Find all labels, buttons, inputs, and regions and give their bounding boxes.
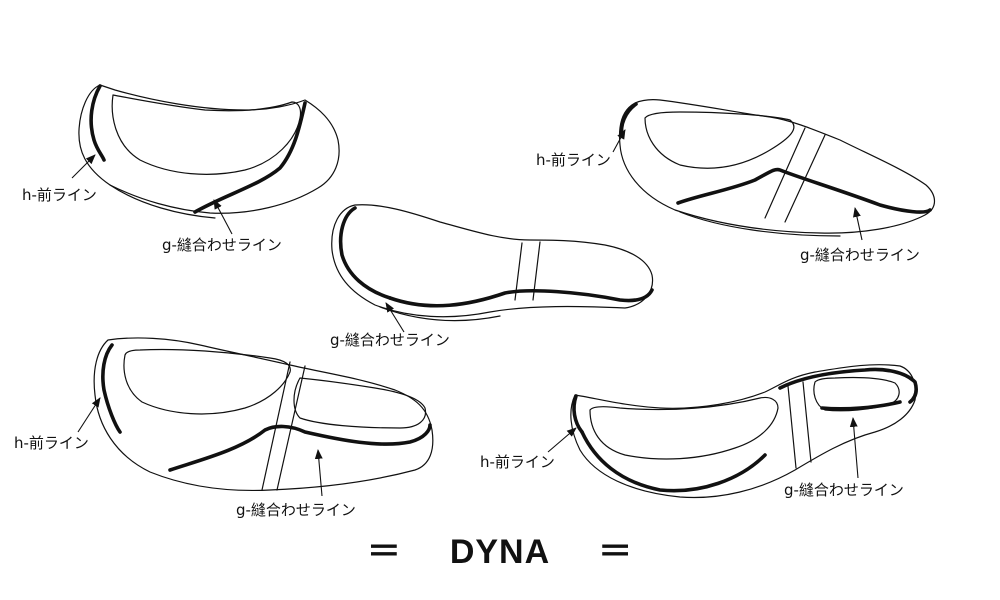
seat-3-front-arrow xyxy=(612,129,626,153)
title-right-equals: ＝ xyxy=(598,533,634,571)
seat-3-strap-left xyxy=(764,127,806,219)
seat-1-front-line-label: h-前ライン xyxy=(22,186,97,204)
seat-2-seam-line xyxy=(388,288,654,308)
seat-5-seam-line xyxy=(580,430,767,493)
seat-1-seam-line-label: g-縫合わせライン xyxy=(162,236,282,254)
seat-3-arrows xyxy=(612,129,863,241)
seat-2-strap-right xyxy=(532,241,541,301)
seat-4-front-line-label: h-前ライン xyxy=(14,434,89,452)
seat-5-pillion-seam xyxy=(778,367,918,404)
seat-5-pillion-pad-seam xyxy=(820,400,902,411)
seat-1-seam-arrow xyxy=(213,199,233,235)
seat-4-front-arrow xyxy=(77,397,101,433)
seat-1-top-left xyxy=(78,84,340,219)
seat-2-seam-line-label: g-縫合わせライン xyxy=(330,331,450,349)
seat-2-center xyxy=(331,204,654,322)
seat-4-inner-panel xyxy=(123,348,291,415)
seat-4-seam-line-label: g-縫合わせライン xyxy=(236,501,356,519)
seat-5-strap-left xyxy=(787,385,797,469)
seat-5-strap-right xyxy=(802,381,812,463)
seat-1-arrows xyxy=(71,154,233,235)
seat-3-front-line xyxy=(619,102,638,137)
seat-2-seam-arrow xyxy=(385,302,405,333)
seat-5-inner-panel xyxy=(589,396,779,460)
seat-4-arrows xyxy=(77,397,323,497)
seat-5-bottom-right xyxy=(570,364,918,499)
seat-4-rear-panel xyxy=(293,377,427,429)
seat-5-front-line xyxy=(572,394,584,434)
seat-4-seam-arrow xyxy=(314,449,323,497)
seat-3-seam-arrow xyxy=(853,207,863,241)
seat-2-outline xyxy=(331,204,654,318)
seat-3-seam-line xyxy=(676,167,932,214)
seat-5-front-line-label: h-前ライン xyxy=(480,453,555,471)
seat-3-front-line-label: h-前ライン xyxy=(536,151,611,169)
seat-5-arrows xyxy=(547,417,859,479)
seat-4-bottom-left xyxy=(93,337,434,492)
seat-5-front-arrow xyxy=(547,427,577,453)
seat-3-strap-right xyxy=(784,134,826,223)
seat-5-seam-line-label: g-縫合わせライン xyxy=(784,481,904,499)
seat-1-edge xyxy=(109,184,216,219)
model-title: ＝ DYNA ＝ xyxy=(0,524,1000,573)
seat-2-arrows xyxy=(385,302,405,333)
seat-3-top-right xyxy=(618,99,936,237)
seat-2-strap-left xyxy=(514,242,523,301)
seat-3-outline xyxy=(618,99,936,234)
seat-1-inner-panel xyxy=(111,94,302,175)
seat-4-strap-right xyxy=(276,365,306,491)
title-text: DYNA xyxy=(449,533,551,571)
seat-5-seam-arrow xyxy=(849,417,859,479)
seat-4-strap-left xyxy=(261,361,291,491)
seat-1-front-line xyxy=(89,84,106,162)
seat-3-bottom-edge xyxy=(679,211,841,237)
seat-3-inner-panel xyxy=(644,111,795,169)
title-left-equals: ＝ xyxy=(366,533,402,571)
seat-4-front-line xyxy=(101,343,122,434)
seat-4-outline xyxy=(93,337,434,492)
seat-1-outline xyxy=(78,84,340,214)
seat-1-front-arrow xyxy=(71,154,96,179)
seat-4-seam-line xyxy=(168,423,432,472)
seat-2-front-line xyxy=(338,206,392,300)
seat-5-outline xyxy=(570,364,917,499)
seat-3-seam-line-label: g-縫合わせライン xyxy=(800,246,920,264)
seat-1-seam-line xyxy=(193,101,307,214)
